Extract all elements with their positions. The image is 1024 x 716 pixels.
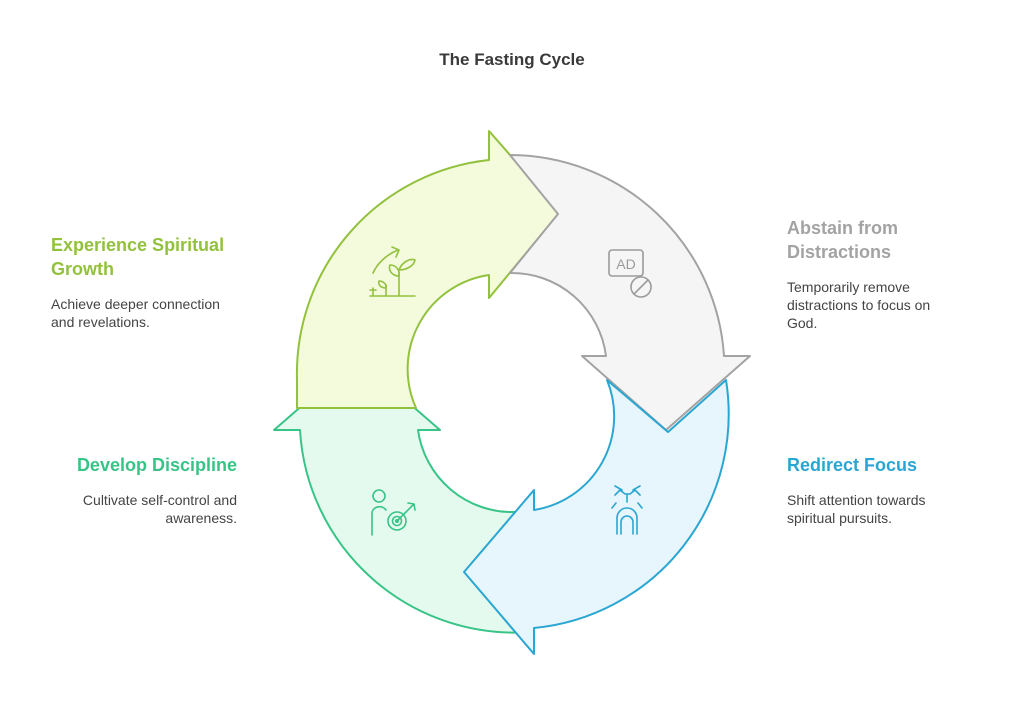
stage-abstain: Abstain from Distractions Temporarily re…: [787, 216, 987, 332]
stage-discipline: Develop Discipline Cultivate self-contro…: [37, 453, 237, 527]
stage-growth-title: Experience Spiritual Growth: [51, 235, 225, 279]
stage-redirect-description: Shift attention towards spiritual pursui…: [787, 492, 926, 526]
page-title: The Fasting Cycle: [439, 50, 585, 69]
stage-discipline-description: Cultivate self-control and awareness.: [82, 492, 237, 526]
arrow-redirect-focus: [463, 379, 730, 655]
stage-abstain-description: Temporarily remove distractions to focus…: [787, 279, 931, 331]
stage-redirect: Redirect Focus Shift attention towards s…: [787, 453, 987, 527]
stage-growth: Experience Spiritual Growth Achieve deep…: [51, 233, 271, 331]
stage-growth-description: Achieve deeper connection and revelation…: [51, 296, 220, 330]
arrow-experience-growth: [295, 130, 561, 409]
stage-abstain-title: Abstain from Distractions: [787, 218, 899, 262]
praying-person-icon: [611, 485, 643, 535]
ad-icon-label: AD: [616, 256, 635, 272]
ad-block-icon: AD: [608, 249, 652, 298]
stage-redirect-title: Redirect Focus: [787, 455, 918, 475]
person-target-icon: [371, 489, 416, 536]
growing-plant-icon: [369, 246, 416, 297]
arrow-abstain-distractions: [509, 154, 751, 431]
arrow-develop-discipline: [273, 357, 531, 634]
stage-discipline-title: Develop Discipline: [76, 455, 237, 475]
